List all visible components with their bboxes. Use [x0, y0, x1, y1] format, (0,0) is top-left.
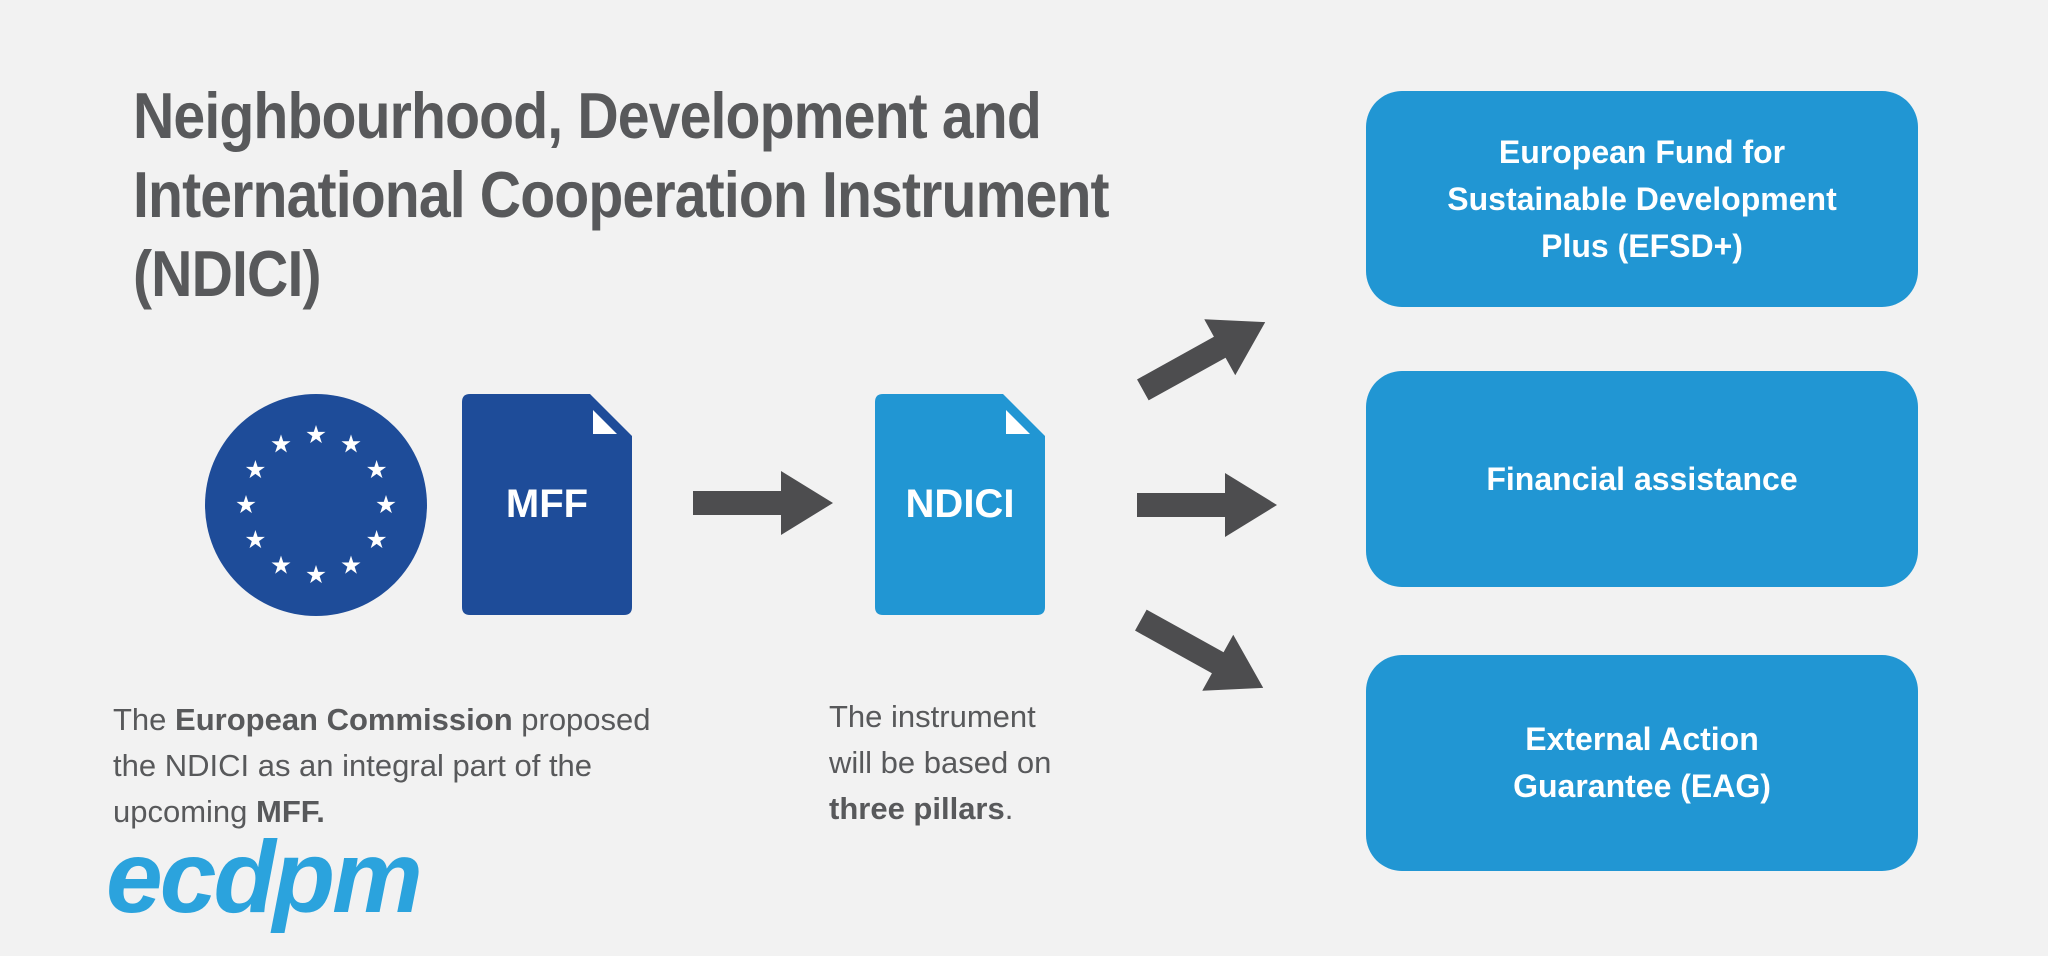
page-fold [1006, 410, 1030, 434]
caption-text-bold: MFF. [256, 794, 325, 829]
pillar-label-financial-assistance: Financial assistance [1486, 460, 1798, 497]
pillar-box-financial-assistance: Financial assistance [1366, 371, 1918, 587]
caption-text-bold: European Commission [175, 702, 513, 737]
ndici-document-icon: NDICI [875, 394, 1045, 615]
mff-label: MFF [505, 482, 589, 526]
mff-document-icon: MFF [462, 394, 632, 615]
document-shape [875, 394, 1045, 615]
pillar-label-efsd: European Fund for Sustainable Developmen… [1447, 133, 1837, 264]
caption-european-commission: The European Commission proposed the NDI… [113, 651, 753, 835]
arrow-to-eag-icon [1134, 609, 1264, 691]
arrow-right-icon [693, 471, 833, 535]
page-title-line-1: Neighbourhood, Development and [133, 79, 1042, 152]
ecdpm-logo: ecdpm [106, 820, 423, 934]
pillar-box-efsd: European Fund for Sustainable Developmen… [1366, 91, 1918, 307]
page-title-line-3: (NDICI) [133, 237, 322, 310]
caption-text: . [1004, 791, 1014, 826]
eu-flag-icon [205, 394, 427, 616]
pillar-label-eag: External Action Guarantee (EAG) [1513, 721, 1771, 804]
caption-text: The instrument will be based on [829, 699, 1052, 780]
caption-text: proposed the NDICI as an integral part o… [113, 702, 651, 829]
caption-text: The [113, 702, 176, 737]
arrow-to-efsd-icon [1136, 319, 1266, 401]
page-fold [593, 410, 617, 434]
page-title-line-2: International Cooperation Instrument [133, 158, 1110, 231]
caption-three-pillars: The instrument will be based on three pi… [829, 648, 1149, 832]
document-shape [462, 394, 632, 615]
caption-text-bold: three pillars [829, 791, 1005, 826]
page-title: Neighbourhood, Development and Internati… [133, 76, 1110, 313]
ndici-label: NDICI [905, 482, 1015, 526]
arrow-to-financial-assistance-icon [1137, 473, 1277, 537]
pillar-box-eag: External Action Guarantee (EAG) [1366, 655, 1918, 871]
